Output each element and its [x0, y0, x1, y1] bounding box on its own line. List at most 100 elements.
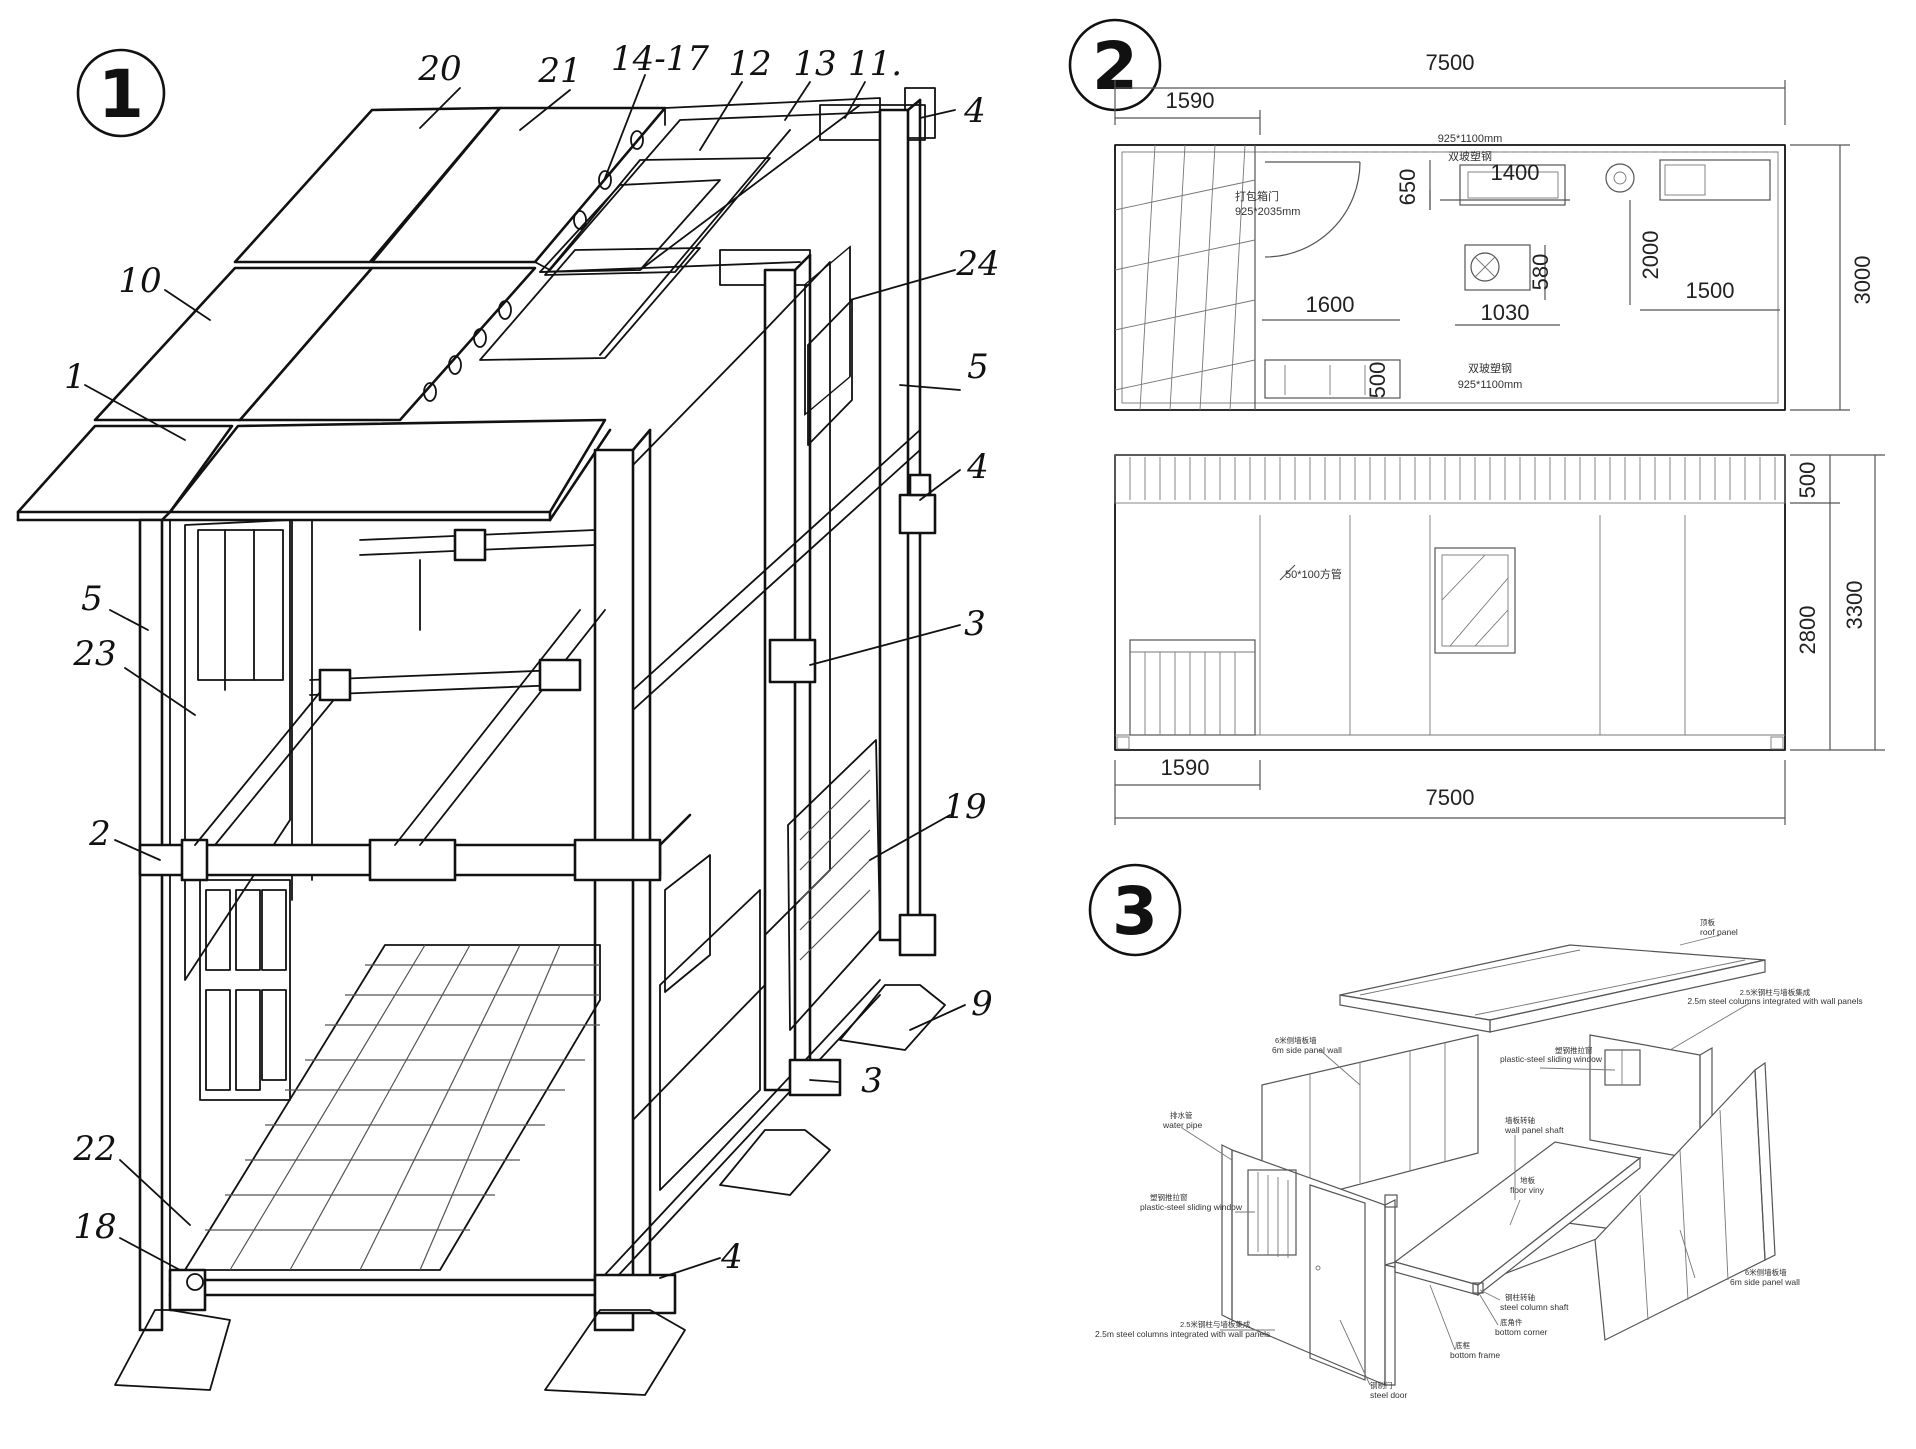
- label-frame-cn: 底框: [1455, 1340, 1471, 1350]
- label-col-shaft-cn: 钢柱转轴: [1505, 1292, 1535, 1302]
- callout-4-bottom: 4: [720, 1237, 743, 1277]
- panel-3-exploded-container-house: 3: [1088, 863, 1863, 1400]
- plan-bottom-window-cn: 双玻塑钢: [1468, 361, 1512, 375]
- floor-platform: [1384, 1141, 1642, 1297]
- elevation-roof-ribs: [1129, 457, 1776, 500]
- plan-width-3000: 3000: [1850, 256, 1875, 305]
- plan-dim-650: 650: [1395, 169, 1420, 206]
- plan-door-label-cn: 打包箱门: [1235, 189, 1279, 203]
- roof-edge-holes: [423, 130, 644, 402]
- front-end-wall: [1221, 1144, 1398, 1386]
- panel-3-number: 3: [1112, 873, 1158, 950]
- roof-panels: [16, 106, 667, 522]
- mid-floor-beams: [138, 429, 937, 882]
- label-shaft-cn: 墙板转轴: [1505, 1115, 1535, 1125]
- callout-4-top: 4: [963, 91, 986, 131]
- panel-1-number-circle: [76, 48, 166, 138]
- label-door-cn: 钢制门: [1370, 1380, 1393, 1390]
- label-col-panel-right: 2.5m steel columns integrated with wall …: [1687, 996, 1862, 1006]
- floor-plan: 7500 1590 打包箱门 925*2035mm: [1114, 50, 1875, 411]
- label-door: steel door: [1370, 1390, 1407, 1400]
- plan-door-size: 925*2035mm: [1235, 206, 1300, 218]
- elevation-dim-500: 500: [1795, 462, 1820, 499]
- callout-3-bottom: 3: [861, 1061, 883, 1101]
- callout-20: 20: [417, 49, 461, 89]
- upper-roof-frame: [479, 87, 936, 361]
- callout-24: 24: [955, 244, 999, 284]
- plan-dim-2000: 2000: [1638, 231, 1663, 280]
- callout-18: 18: [73, 1207, 116, 1247]
- callout-5-left: 5: [81, 579, 103, 619]
- callout-11: 11.: [848, 44, 902, 84]
- label-frame: bottom frame: [1450, 1350, 1500, 1360]
- callout-12: 12: [728, 44, 771, 84]
- label-shaft: wall panel shaft: [1504, 1125, 1564, 1135]
- callout-9: 9: [971, 984, 993, 1024]
- elevation-overall-length: 7500: [1426, 785, 1475, 810]
- label-side-wall-right: 6m side panel wall: [1730, 1277, 1800, 1287]
- label-side-wall-left: 6m side panel wall: [1272, 1045, 1342, 1055]
- right-side-wall: [1594, 1061, 1776, 1341]
- callout-22: 22: [72, 1129, 116, 1169]
- label-col-shaft: steel column shaft: [1500, 1302, 1569, 1312]
- plan-dim-500-bed: 500: [1365, 362, 1390, 399]
- label-col-panel-right-cn: 2.5米钢柱与墙板集成: [1740, 987, 1811, 997]
- plan-dim-1030: 1030: [1481, 300, 1530, 325]
- porch-deck: [1114, 144, 1256, 411]
- column-footings: [114, 984, 946, 1396]
- panel-2-plan-and-elevation: 2 7500 1590: [1068, 18, 1885, 825]
- label-side-wall-left-cn: 6米侧墙板墙: [1275, 1035, 1317, 1045]
- plan-overall-length: 7500: [1426, 50, 1475, 75]
- callout-5-right: 5: [967, 347, 989, 387]
- label-water-pipe-cn: 排水管: [1170, 1110, 1193, 1120]
- callout-19: 19: [943, 787, 986, 827]
- callout-1: 1: [64, 357, 86, 397]
- label-corner-cn: 底角件: [1500, 1317, 1523, 1327]
- elevation-porch-length: 1590: [1161, 755, 1210, 780]
- plan-dim-1500: 1500: [1686, 278, 1735, 303]
- bottom-floor-grid: [168, 913, 937, 1315]
- plan-top-window-cn: 双玻塑钢: [1448, 149, 1492, 163]
- panel-3-labels: 顶板 roof panel 2.5米钢柱与墙板集成 2.5m steel col…: [1095, 917, 1863, 1400]
- label-col-panel-left: 2.5m steel columns integrated with wall …: [1095, 1329, 1270, 1339]
- side-elevation: 50*100方管 500 2800 3300 1590 7500: [1114, 454, 1885, 825]
- roof-panel: [1339, 944, 1766, 1033]
- callout-21: 21: [537, 51, 581, 91]
- front-wall-windows: [184, 519, 291, 1101]
- plan-bottom-window-size: 925*1100mm: [1458, 379, 1523, 391]
- label-side-wall-right-cn: 6米侧墙板墙: [1745, 1267, 1787, 1277]
- callout-10: 10: [118, 261, 161, 301]
- panel-1-callouts: 20 21 14-17 12 13 11. 4 24 10 1 5 5 4 23…: [64, 39, 1000, 1279]
- label-window-left: plastic-steel sliding window: [1140, 1202, 1243, 1212]
- label-roof-panel-cn: 顶板: [1700, 917, 1716, 927]
- callout-14-17: 14-17: [611, 39, 709, 79]
- callout-4-mid: 4: [966, 447, 989, 487]
- plan-dim-580: 580: [1528, 254, 1553, 291]
- plan-top-window-size: 925*1100mm: [1438, 133, 1503, 145]
- callout-23: 23: [72, 634, 116, 674]
- plan-sofa-1400: 1400: [1491, 160, 1540, 185]
- elevation-tube-label: 50*100方管: [1285, 567, 1342, 581]
- panel-1-exploded-frame-sketch: 1: [16, 39, 1000, 1396]
- panel-1-number: 1: [98, 56, 144, 133]
- plan-porch-length: 1590: [1166, 88, 1215, 113]
- label-floor: floor viny: [1510, 1185, 1545, 1195]
- label-roof-panel: roof panel: [1700, 927, 1738, 937]
- label-window-right: plastic-steel sliding window: [1500, 1054, 1603, 1064]
- callout-2: 2: [88, 814, 111, 854]
- label-window-left-cn: 塑钢推拉窗: [1150, 1192, 1188, 1202]
- panel-3-number-circle: [1088, 863, 1182, 957]
- callout-13: 13: [793, 44, 836, 84]
- label-water-pipe: water pipe: [1162, 1120, 1202, 1130]
- callout-3-mid: 3: [964, 604, 986, 644]
- elevation-dim-3300: 3300: [1842, 581, 1867, 630]
- label-col-panel-left-cn: 2.5米钢柱与墙板集成: [1180, 1319, 1251, 1329]
- side-wall-panels: [632, 245, 881, 1191]
- elevation-dim-2800: 2800: [1795, 606, 1820, 655]
- label-floor-cn: 地板: [1520, 1175, 1536, 1185]
- label-corner: bottom corner: [1495, 1327, 1548, 1337]
- label-window-right-cn: 塑钢推拉窗: [1555, 1045, 1593, 1055]
- plan-dim-1600: 1600: [1306, 292, 1355, 317]
